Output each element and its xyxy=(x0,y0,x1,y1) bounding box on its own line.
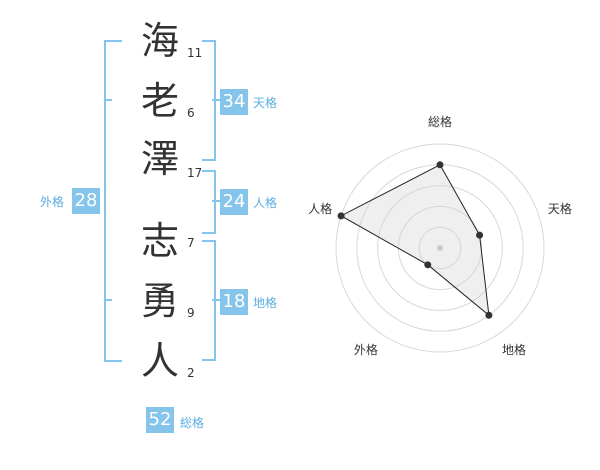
given-strokes-2: 9 xyxy=(187,306,195,320)
jinkaku-bracket xyxy=(202,170,216,234)
radar-axis-label: 地格 xyxy=(502,342,526,357)
radar-ring xyxy=(335,143,545,353)
radar-point xyxy=(485,311,493,319)
surname-char-1: 海 xyxy=(140,19,179,63)
given-char-1: 志 xyxy=(140,219,179,263)
soukaku-value: 52 xyxy=(146,407,174,433)
surname-strokes-2: 6 xyxy=(187,106,195,120)
given-strokes-1: 7 xyxy=(187,236,195,250)
given-char-3: 人 xyxy=(140,339,179,383)
radar-center xyxy=(437,245,443,251)
radar-ring xyxy=(418,226,462,270)
surname-strokes-1: 11 xyxy=(187,46,203,60)
radar-rings xyxy=(335,143,545,353)
jinkaku-tick xyxy=(212,200,220,202)
radar-point xyxy=(337,212,345,220)
radar-axis-label: 人格 xyxy=(308,201,332,216)
gaikaku-tick xyxy=(104,99,112,101)
chikaku-value: 18 xyxy=(220,289,248,315)
gaikaku-tick xyxy=(104,299,112,301)
chikaku-label: 地格 xyxy=(253,296,278,310)
radar-polygon xyxy=(340,164,490,317)
radar-axis-label: 天格 xyxy=(548,201,572,216)
radar-axis-label: 総格 xyxy=(428,114,452,129)
radar-point xyxy=(476,231,484,239)
given-char-2: 勇 xyxy=(140,279,179,323)
radar-point xyxy=(436,161,444,169)
surname-char-2: 老 xyxy=(140,79,179,123)
radar-ring xyxy=(377,185,503,311)
gaikaku-value: 28 xyxy=(72,188,100,214)
jinkaku-label: 人格 xyxy=(253,196,278,210)
gaikaku-bracket xyxy=(104,40,122,362)
soukaku-label: 総格 xyxy=(180,416,205,430)
surname-char-3: 澤 xyxy=(140,137,179,181)
tenkaku-label: 天格 xyxy=(253,96,278,110)
chikaku-tick xyxy=(212,299,220,301)
tenkaku-value: 34 xyxy=(220,89,248,115)
radar-points xyxy=(337,161,493,319)
given-strokes-3: 2 xyxy=(187,366,195,380)
jinkaku-value: 24 xyxy=(220,189,248,215)
tenkaku-tick xyxy=(212,99,220,101)
gaikaku-label: 外格 xyxy=(40,195,65,209)
surname-strokes-3: 17 xyxy=(187,166,203,180)
radar-axis-label: 外格 xyxy=(354,342,378,357)
radar-point xyxy=(424,261,432,269)
